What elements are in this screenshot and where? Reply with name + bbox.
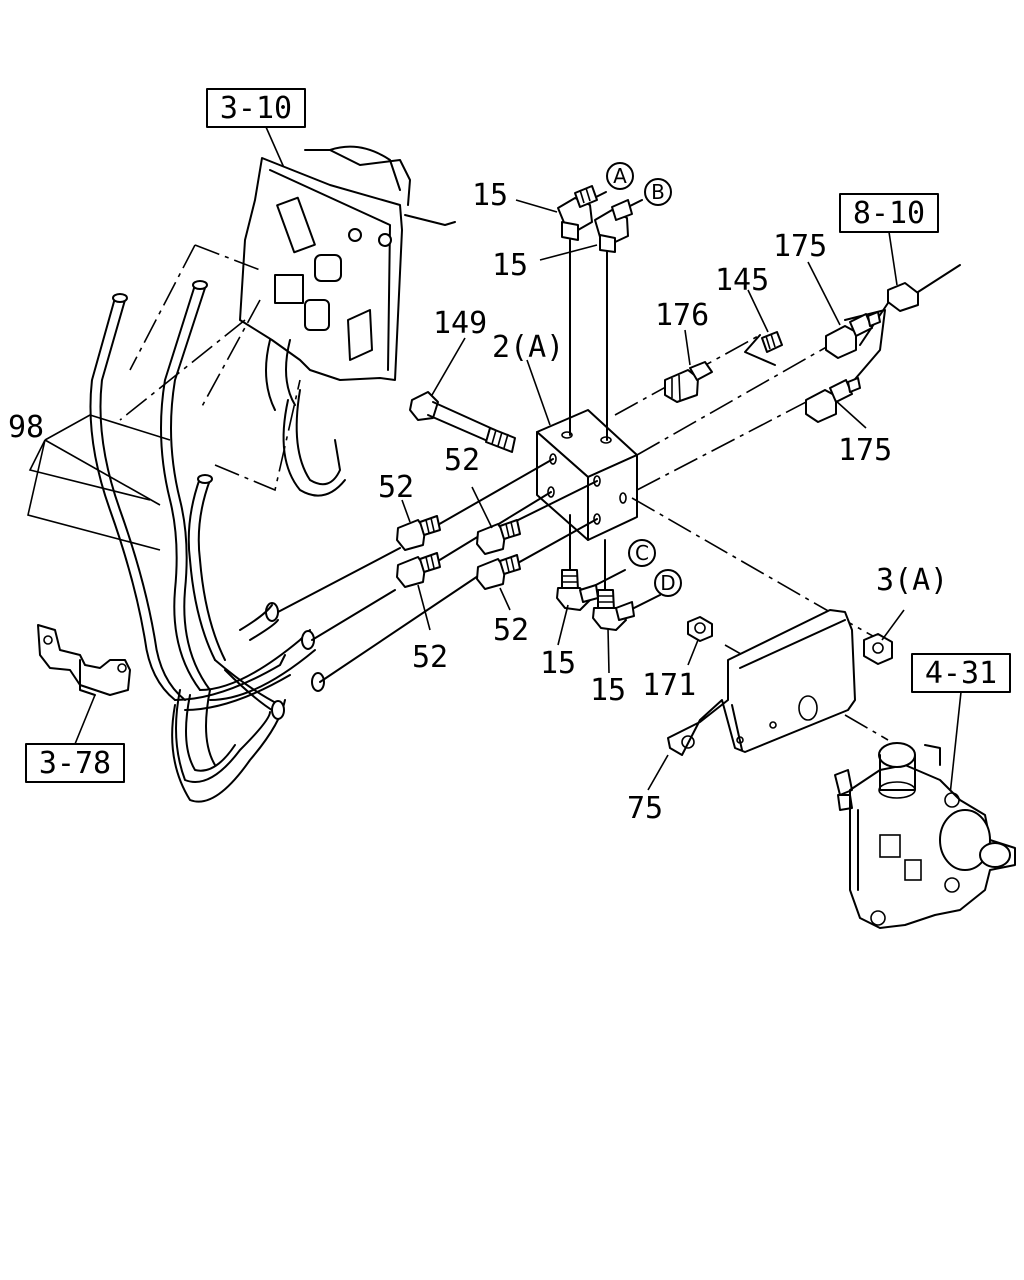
marker-d: D — [654, 569, 682, 597]
callout-175-bottom: 175 — [838, 433, 892, 468]
callout-2a: 2(A) — [492, 330, 564, 365]
marker-b: B — [644, 178, 672, 206]
leader-175-bottom — [834, 399, 867, 429]
callout-171: 171 — [642, 668, 696, 703]
adapter-52-3 — [396, 552, 441, 588]
pipe-bundle — [89, 280, 325, 803]
center-line — [844, 714, 889, 741]
pump-assembly — [834, 742, 1016, 929]
callout-15-top-a: 15 — [472, 178, 508, 213]
leader-52-3 — [417, 584, 431, 631]
reference-label-3-78: 3-78 — [39, 746, 111, 781]
reference-box-4-31[interactable]: 4-31 — [911, 653, 1011, 693]
adapter-52-2 — [476, 519, 521, 555]
leader-176 — [684, 329, 691, 366]
callout-15-bottom-d: 15 — [590, 673, 626, 708]
center-line — [214, 379, 301, 492]
callout-149: 149 — [433, 306, 487, 341]
nut-3a — [863, 633, 893, 665]
leader-149 — [431, 337, 466, 396]
leader-15-d — [607, 627, 610, 674]
center-line — [631, 497, 831, 613]
callout-52-3: 52 — [412, 640, 448, 675]
callout-15-bottom-c: 15 — [540, 646, 576, 681]
reference-box-8-10[interactable]: 8-10 — [839, 193, 939, 233]
marker-c-label: C — [635, 541, 649, 565]
leader-171 — [687, 639, 699, 666]
leader-145 — [747, 289, 769, 333]
reference-label-3-10: 3-10 — [220, 91, 292, 126]
leader-52-1 — [401, 499, 411, 523]
leader-2a — [526, 359, 551, 426]
elbow-fitting-15-b — [594, 199, 633, 253]
callout-75: 75 — [627, 791, 663, 826]
plug-145 — [761, 331, 783, 353]
center-line — [614, 334, 761, 416]
callout-98: 98 — [8, 410, 44, 445]
callout-15-top-b: 15 — [492, 248, 528, 283]
leader-3-78 — [74, 694, 96, 745]
connection-line — [319, 575, 479, 683]
leader-4-31 — [949, 691, 962, 796]
reference-box-3-10[interactable]: 3-10 — [206, 88, 306, 128]
bracket-75 — [667, 609, 856, 756]
callout-52-4: 52 — [493, 613, 529, 648]
leader-98-c — [44, 439, 161, 506]
leader-75 — [647, 754, 669, 791]
callout-175-top: 175 — [773, 229, 827, 264]
marker-a-label: A — [613, 164, 627, 188]
elbow-fitting-15-a — [557, 185, 598, 241]
valve-assembly — [239, 145, 456, 497]
connection-line — [744, 334, 776, 366]
sensor-175-bottom — [805, 377, 861, 423]
center-line — [636, 399, 811, 491]
callout-145: 145 — [715, 263, 769, 298]
leader-3-10 — [265, 126, 286, 171]
center-line — [194, 244, 261, 271]
nut-171 — [687, 616, 713, 642]
leader-98-b — [44, 414, 171, 441]
sensor-175-top — [825, 311, 881, 359]
marker-c: C — [628, 539, 656, 567]
connection-line — [277, 547, 401, 613]
leader-15-b — [539, 244, 598, 261]
marker-a: A — [606, 162, 634, 190]
center-line — [636, 344, 831, 456]
center-line — [129, 244, 196, 371]
callout-3a: 3(A) — [876, 563, 948, 598]
leader-8-10 — [888, 231, 898, 286]
connector-8-10 — [887, 264, 961, 312]
leader-15-c — [557, 604, 569, 646]
marker-d-label: D — [660, 571, 675, 595]
pipe-clip — [37, 624, 131, 696]
sensor-176 — [664, 361, 713, 403]
callout-176: 176 — [655, 298, 709, 333]
leader-52-4 — [499, 587, 511, 611]
adapter-52-4 — [476, 554, 521, 590]
reference-box-3-78[interactable]: 3-78 — [25, 743, 125, 783]
adapter-52-1 — [396, 515, 441, 551]
leader-175-top — [807, 261, 841, 326]
leader-52-2 — [471, 486, 493, 529]
manifold-block — [536, 409, 638, 541]
connection-line — [311, 589, 396, 641]
center-line — [119, 319, 246, 421]
callout-52-2: 52 — [444, 443, 480, 478]
leader-98-a — [27, 439, 161, 551]
reference-label-4-31: 4-31 — [925, 656, 997, 691]
leader-3a — [881, 609, 905, 641]
bolt-149 — [409, 391, 516, 453]
callout-52-1: 52 — [378, 470, 414, 505]
connection-line — [629, 594, 661, 611]
reference-label-8-10: 8-10 — [853, 196, 925, 231]
leader-15-a — [515, 199, 558, 213]
elbow-fitting-15-c — [556, 569, 599, 611]
marker-b-label: B — [651, 180, 665, 204]
center-line — [199, 299, 261, 411]
leader-98-d — [28, 439, 151, 501]
elbow-fitting-15-d — [592, 589, 635, 631]
